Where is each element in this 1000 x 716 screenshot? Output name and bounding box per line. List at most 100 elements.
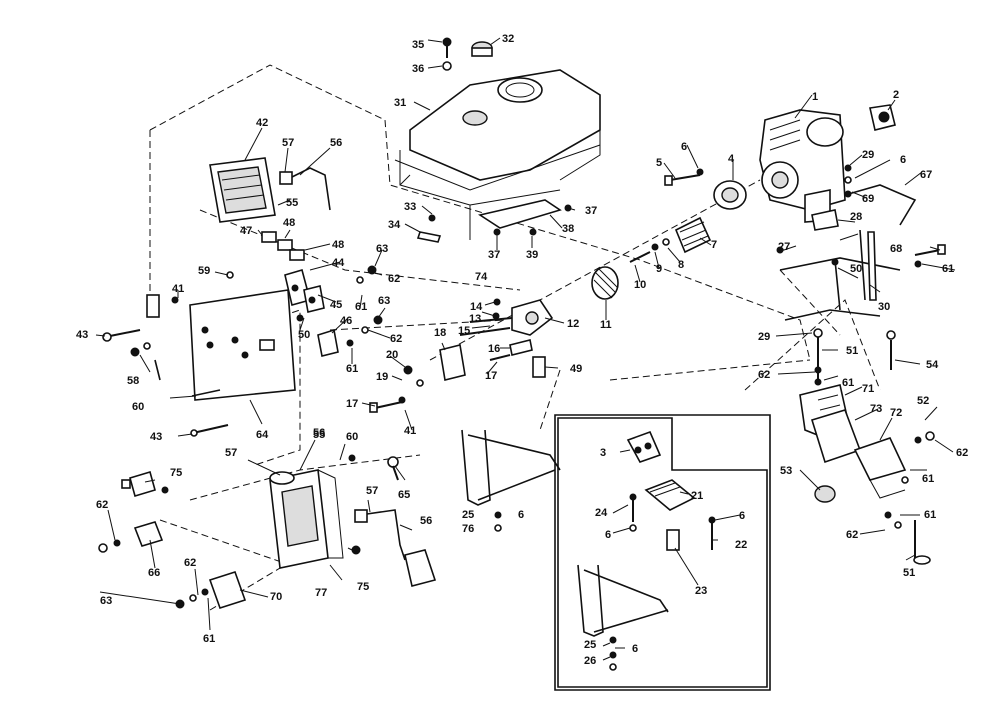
callout-61-left: 61	[203, 633, 215, 645]
callout-29-top: 29	[862, 149, 874, 161]
callout-33: 33	[404, 201, 416, 213]
stator-11	[591, 266, 619, 300]
callout-20: 20	[386, 349, 398, 361]
callout-16: 16	[488, 343, 500, 355]
bolt-54	[886, 330, 896, 370]
tank-bracket	[416, 199, 572, 243]
callout-44: 44	[332, 257, 345, 269]
bolts-17-19-20	[369, 354, 511, 413]
callout-72: 72	[890, 407, 902, 419]
callout-43-top: 43	[76, 329, 88, 341]
callout-48-bottom: 48	[332, 239, 344, 251]
bracket-72	[853, 431, 935, 499]
callout-73: 73	[870, 403, 882, 415]
frame-left	[461, 429, 561, 532]
callout-12: 12	[567, 318, 579, 330]
callout-24: 24	[595, 507, 608, 519]
washers-8-9	[629, 238, 670, 263]
callout-30: 30	[878, 301, 890, 313]
callout-50-panel: 50	[298, 329, 310, 341]
plug-41	[146, 294, 179, 318]
callout-43-bottom: 43	[150, 431, 162, 443]
cable-56-bottom	[348, 454, 437, 587]
callout-6-frame: 6	[518, 509, 524, 521]
callout-61-panel: 61	[355, 301, 367, 313]
callout-60-panel: 60	[132, 401, 144, 413]
callout-7: 7	[711, 239, 717, 251]
callout-17-right: 17	[485, 370, 497, 382]
callout-38: 38	[562, 223, 574, 235]
callout-21: 21	[691, 490, 703, 502]
cover-18	[439, 344, 466, 381]
callout-28: 28	[850, 211, 862, 223]
fuel-line-67	[844, 164, 917, 226]
rotor-7	[674, 216, 712, 254]
callout-62-mount: 62	[758, 369, 770, 381]
callout-75-right: 75	[357, 581, 369, 593]
callout-63-left: 63	[100, 595, 112, 607]
spacer-49	[532, 356, 546, 378]
callout-37-left: 37	[488, 249, 500, 261]
callout-74: 74	[475, 271, 488, 283]
callout-34: 34	[388, 219, 401, 231]
callout-48-top: 48	[283, 217, 295, 229]
callout-15: 15	[458, 325, 470, 337]
callout-36: 36	[412, 63, 424, 75]
callout-56-top: 56	[330, 137, 342, 149]
callout-32: 32	[502, 33, 514, 45]
callout-45: 45	[330, 299, 342, 311]
callout-66: 66	[148, 567, 160, 579]
cover-70	[175, 571, 247, 609]
callout-57-bottom: 57	[366, 485, 378, 497]
callout-35: 35	[412, 39, 424, 51]
callout-3: 3	[600, 447, 606, 459]
bolt-5	[664, 168, 704, 186]
callout-labels: 1 2 3 4 5 6 6 6 6 6 6 7 8 9 10 11 12 13 …	[76, 33, 968, 667]
callout-26: 26	[584, 655, 596, 667]
callout-54: 54	[926, 359, 939, 371]
plate-66	[98, 521, 164, 553]
callout-6-inset-bottom: 6	[632, 643, 638, 655]
callout-56-middle: 56	[313, 427, 325, 439]
inset-mount-21	[644, 479, 696, 511]
engine	[759, 109, 846, 223]
callout-46: 46	[340, 315, 352, 327]
control-panel	[189, 289, 296, 401]
callout-56-bottom: 56	[420, 515, 432, 527]
callout-61-lower: 61	[346, 363, 358, 375]
tank-cap	[471, 41, 493, 57]
callout-41-panel: 41	[172, 283, 184, 295]
tank-bolt	[442, 37, 452, 71]
callout-69: 69	[862, 193, 874, 205]
callout-70: 70	[270, 591, 282, 603]
callout-25-inset: 25	[584, 639, 596, 651]
callout-10: 10	[634, 279, 646, 291]
callout-11: 11	[600, 319, 612, 331]
callout-49: 49	[570, 363, 582, 375]
inset-receptacle-3	[626, 430, 662, 463]
callout-62-lower: 62	[184, 557, 196, 569]
callout-19: 19	[376, 371, 388, 383]
callout-65: 65	[398, 489, 410, 501]
callout-2: 2	[893, 89, 899, 101]
motor-mount	[799, 328, 862, 464]
callout-6-inset-left: 6	[605, 529, 611, 541]
fuel-tank	[394, 69, 601, 240]
callout-4: 4	[728, 153, 735, 165]
callout-71: 71	[862, 383, 874, 395]
callout-62-panel: 62	[390, 333, 402, 345]
callout-39: 39	[526, 249, 538, 261]
air-filter-cover	[869, 104, 896, 131]
callout-63-top: 63	[376, 243, 388, 255]
callout-62-left: 62	[96, 499, 108, 511]
washers-61-62-63	[226, 265, 383, 347]
callout-23: 23	[695, 585, 707, 597]
inset-frame	[557, 417, 768, 688]
callout-62-panel-top: 62	[388, 273, 400, 285]
callout-61-bottom: 61	[924, 509, 936, 521]
callout-22: 22	[735, 539, 747, 551]
inset-box	[554, 414, 771, 691]
callout-52: 52	[917, 395, 929, 407]
callout-25-frame: 25	[462, 509, 474, 521]
fan-part-4	[713, 180, 747, 210]
